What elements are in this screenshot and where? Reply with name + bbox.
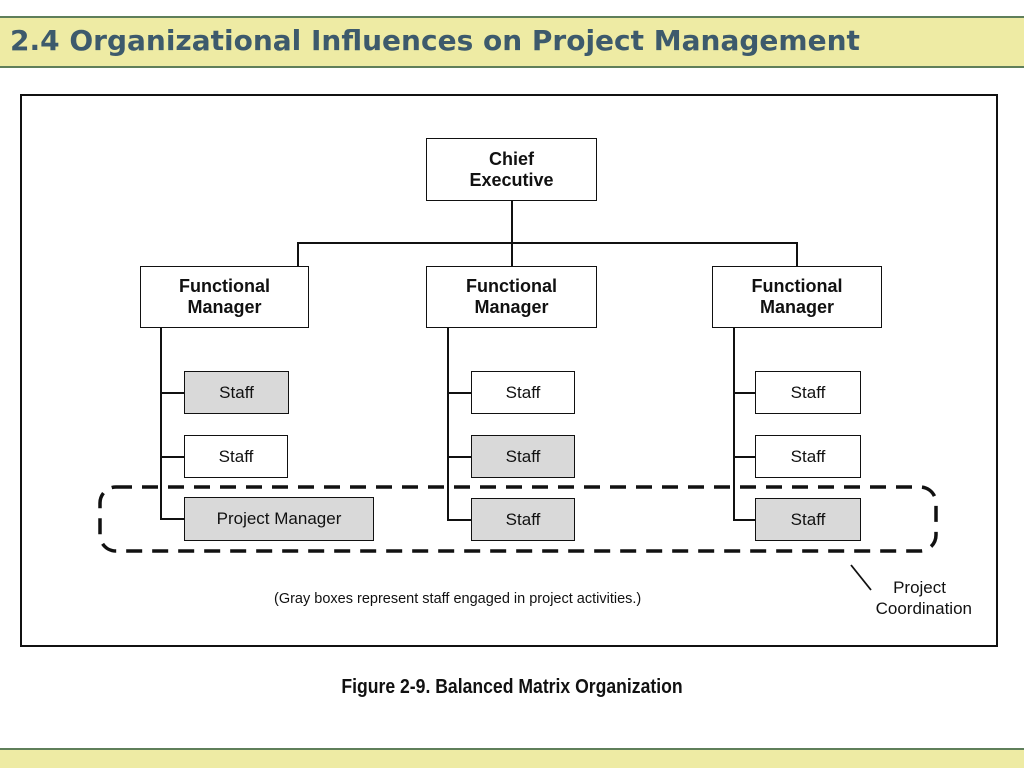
project-coordination-boundary — [98, 485, 938, 553]
staff-box-2-1: Staff — [471, 371, 575, 414]
branch-2-2 — [447, 456, 471, 458]
staff-box-3-1: Staff — [755, 371, 861, 414]
staff-box-3-2: Staff — [755, 435, 861, 478]
manager-3-line-1: Functional — [751, 276, 843, 296]
slide-title: 2.4 Organizational Influences on Project… — [10, 24, 860, 57]
chief-connector — [511, 201, 513, 243]
staff-box-3-3: Staff — [755, 498, 861, 541]
column-1-spine — [160, 328, 162, 519]
manager-2-line-1: Functional — [466, 276, 557, 296]
project-coordination-line-1: Project — [893, 578, 946, 597]
chief-line-1: Chief — [489, 148, 534, 169]
staff-box-2-2: Staff — [471, 435, 575, 478]
functional-manager-2-box: Functional Manager — [426, 266, 597, 328]
branch-1-1 — [160, 392, 184, 394]
title-bar: 2.4 Organizational Influences on Project… — [0, 16, 1024, 68]
gray-box-note: (Gray boxes represent staff engaged in p… — [274, 591, 642, 607]
staff-box-1-1: Staff — [184, 371, 289, 414]
branch-2-1 — [447, 392, 471, 394]
project-manager-box: Project Manager — [184, 497, 374, 541]
manager-2-connector — [511, 242, 513, 266]
bottom-bar — [0, 748, 1024, 768]
branch-3-2 — [733, 456, 755, 458]
branch-3-3 — [733, 519, 755, 521]
project-coordination-line-2: Coordination — [875, 599, 972, 618]
functional-manager-3-box: Functional Manager — [712, 266, 882, 328]
project-coordination-pointer — [850, 564, 872, 591]
manager-3-connector — [796, 242, 798, 266]
project-coordination-label: Project Coordination — [840, 577, 972, 619]
branch-1-3 — [160, 518, 184, 520]
figure-frame — [20, 94, 998, 647]
branch-3-1 — [733, 392, 755, 394]
column-2-spine — [447, 328, 449, 520]
manager-1-line-2: Manager — [187, 297, 262, 317]
chief-executive-box: Chief Executive — [426, 138, 597, 201]
branch-1-2 — [160, 456, 184, 458]
staff-box-2-3: Staff — [471, 498, 575, 541]
column-3-spine — [733, 328, 735, 520]
manager-bus-line — [297, 242, 798, 244]
functional-manager-1-box: Functional Manager — [140, 266, 309, 328]
manager-1-connector — [297, 242, 299, 266]
manager-3-line-2: Manager — [759, 297, 835, 317]
branch-2-3 — [447, 519, 471, 521]
manager-1-line-1: Functional — [179, 276, 270, 296]
manager-2-line-2: Manager — [474, 297, 549, 317]
chief-line-2: Executive — [469, 169, 554, 190]
figure-caption: Figure 2-9. Balanced Matrix Organization — [341, 676, 683, 698]
staff-box-1-2: Staff — [184, 435, 288, 478]
